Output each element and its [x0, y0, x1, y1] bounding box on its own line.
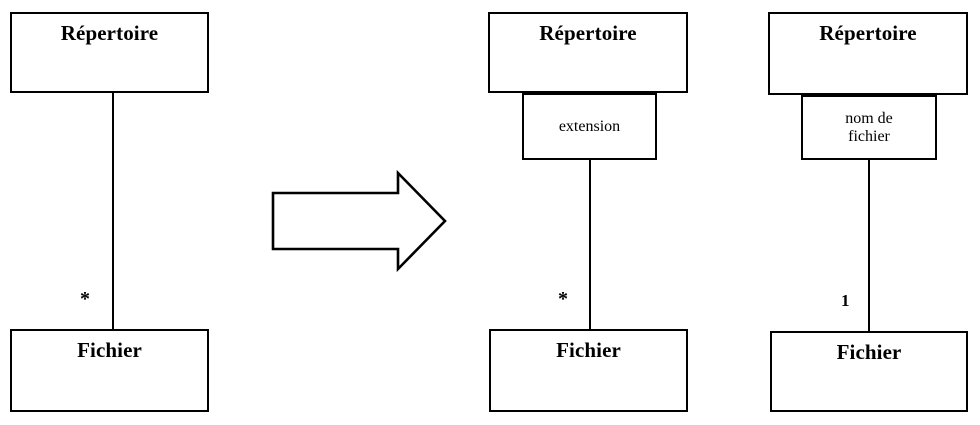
class-box-repertoire-2[interactable]: Répertoire [488, 12, 688, 93]
class-box-fichier-3[interactable]: Fichier [770, 331, 968, 412]
class-name-label: Fichier [556, 338, 621, 362]
association-class-label: nom de fichier [803, 110, 935, 146]
class-box-fichier-1[interactable]: Fichier [10, 329, 209, 412]
class-name-label: Répertoire [60, 21, 159, 45]
block-arrow-right-icon [270, 168, 448, 274]
association-line-3 [868, 158, 870, 333]
association-class-box-extension[interactable]: extension [522, 93, 657, 160]
class-box-repertoire-3[interactable]: Répertoire [768, 12, 968, 95]
association-class-box-nom-de-fichier[interactable]: nom de fichier [801, 95, 937, 160]
class-box-fichier-2[interactable]: Fichier [489, 329, 688, 412]
multiplicity-label-3: 1 [841, 291, 850, 310]
association-class-label-line1: nom de [845, 109, 893, 127]
association-line-1 [112, 91, 114, 331]
class-name-label: Répertoire [819, 21, 917, 45]
association-class-label-line2: fichier [848, 127, 890, 145]
multiplicity-label-2: * [558, 288, 568, 310]
association-line-2 [589, 158, 591, 331]
class-name-label: Fichier [836, 340, 902, 364]
multiplicity-label-1: * [80, 288, 90, 310]
class-name-label: Fichier [77, 338, 142, 362]
association-class-label: extension [558, 117, 621, 135]
class-name-label: Répertoire [539, 21, 637, 45]
class-box-repertoire-1[interactable]: Répertoire [10, 12, 209, 93]
